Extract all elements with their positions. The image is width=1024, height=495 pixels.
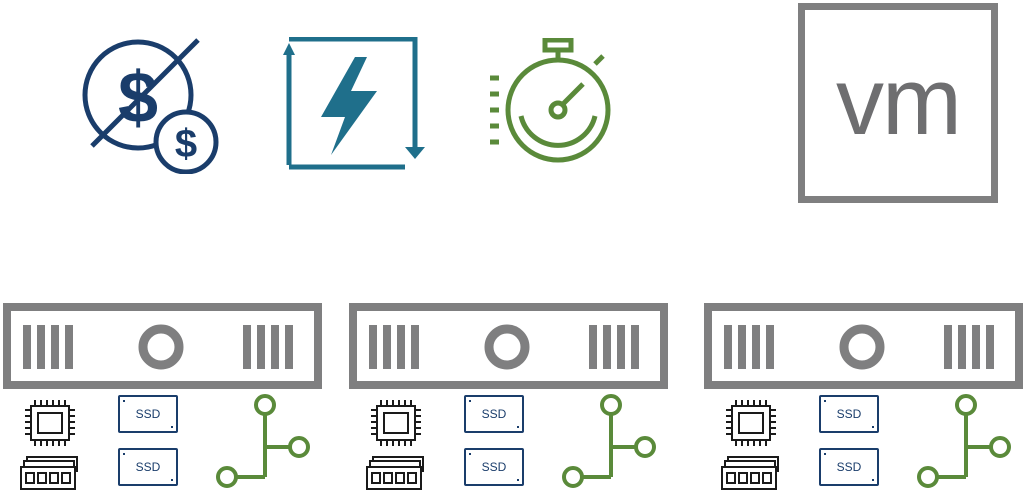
network-branch-icon [216,394,310,488]
ssd-label: SSD [481,407,507,421]
svg-text:$: $ [118,58,158,138]
vm-box: vm [798,3,998,203]
ssd-label: SSD [135,407,161,421]
cpu-chip-icon [726,400,776,446]
svg-text:$: $ [175,122,197,166]
network-branch-icon [917,394,1011,488]
ssd-drive-top: SSD [819,395,879,433]
server-chassis-icon [3,303,322,389]
ssd-label: SSD [836,460,862,474]
server-chassis-icon [349,303,668,389]
cpu-chip-icon [371,400,421,446]
server-node-1: SSD SSD [3,303,322,490]
ssd-drive-top: SSD [464,395,524,433]
ssd-label: SSD [135,460,161,474]
ssd-drive-top: SSD [118,395,178,433]
no-cost-dollar-icon: $ $ [82,38,219,174]
server-chassis-icon [704,303,1023,389]
memory-module-icon [366,456,424,490]
stopwatch-speed-icon [490,38,611,163]
ssd-label: SSD [481,460,507,474]
server-node-3: SSD SSD [704,303,1023,490]
lightning-refresh-icon [283,37,425,170]
cpu-chip-icon [25,400,75,446]
network-branch-icon [562,394,656,488]
server-node-2: SSD SSD [349,303,668,490]
ssd-label: SSD [836,407,862,421]
ssd-drive-bottom: SSD [118,448,178,486]
ssd-drive-bottom: SSD [464,448,524,486]
ssd-drive-bottom: SSD [819,448,879,486]
memory-module-icon [20,456,78,490]
memory-module-icon [721,456,779,490]
vm-label: vm [836,48,962,155]
